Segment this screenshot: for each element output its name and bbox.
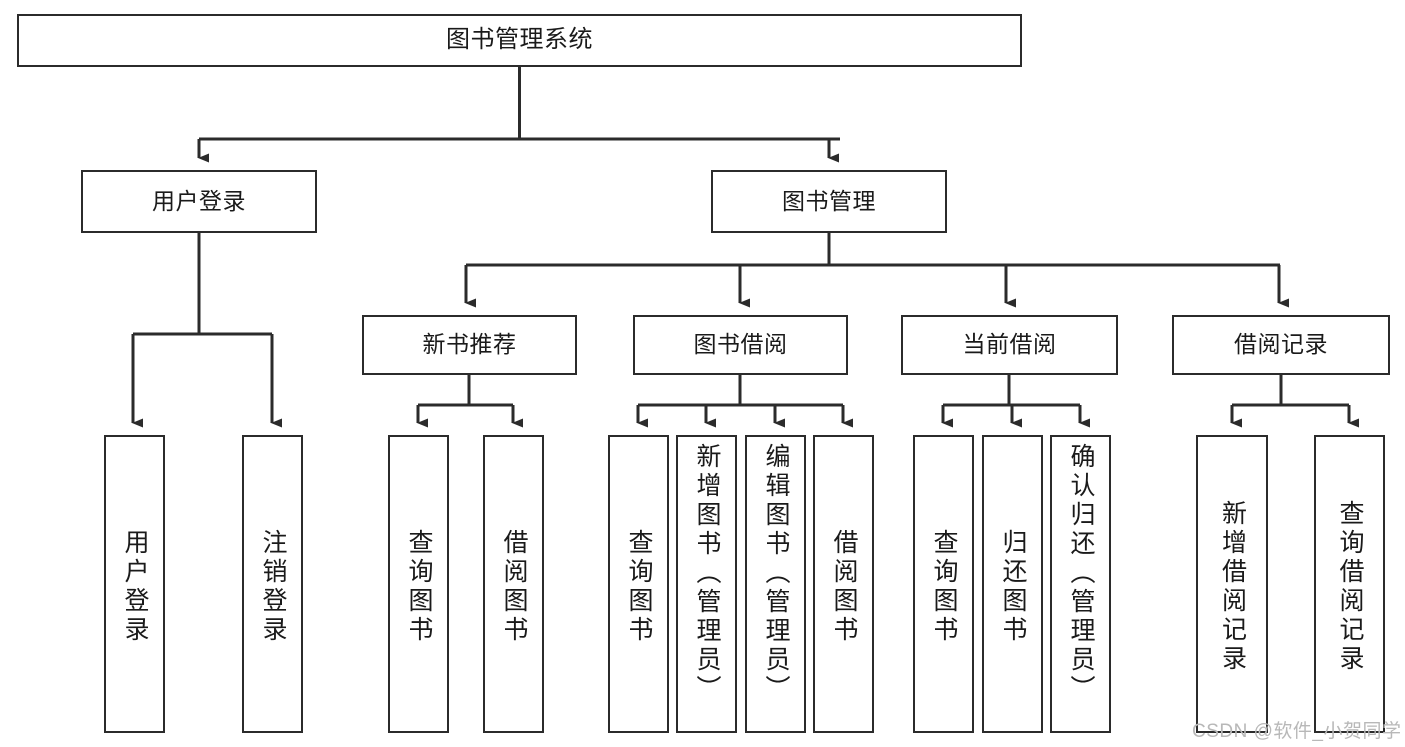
watermark: CSDN @软件_小贺同学 <box>1192 721 1402 742</box>
node-new-book-rec-label: 新书推荐 <box>422 331 517 358</box>
node-book-manage[interactable]: 图书管理 <box>711 170 947 233</box>
node-leaf-confirm-return-label: 确认归还（管理员） <box>1067 443 1095 704</box>
node-root-label: 图书管理系统 <box>446 26 593 54</box>
node-leaf-add-record-label: 新增借阅记录 <box>1218 500 1247 674</box>
node-leaf-user-login-label: 用户登录 <box>121 529 149 645</box>
node-leaf-add-book-label: 新增图书（管理员） <box>693 443 721 704</box>
node-current-borrow-label: 当前借阅 <box>962 331 1057 358</box>
node-borrow-record[interactable]: 借阅记录 <box>1172 315 1390 375</box>
node-leaf-add-record[interactable]: 新增借阅记录 <box>1196 435 1268 733</box>
node-leaf-borrow-book-1[interactable]: 借阅图书 <box>483 435 544 733</box>
node-book-borrow-label: 图书借阅 <box>693 331 788 358</box>
node-leaf-edit-book[interactable]: 编辑图书（管理员） <box>745 435 806 733</box>
node-book-manage-label: 图书管理 <box>782 187 876 214</box>
node-borrow-record-label: 借阅记录 <box>1234 331 1328 358</box>
node-leaf-query-book-1-label: 查询图书 <box>405 529 433 645</box>
node-leaf-borrow-book-2[interactable]: 借阅图书 <box>813 435 874 733</box>
node-leaf-add-book[interactable]: 新增图书（管理员） <box>676 435 737 733</box>
node-leaf-return-book[interactable]: 归还图书 <box>982 435 1043 733</box>
node-leaf-query-book-3[interactable]: 查询图书 <box>913 435 974 733</box>
node-leaf-query-book-3-label: 查询图书 <box>930 529 958 645</box>
node-leaf-query-book-1[interactable]: 查询图书 <box>388 435 449 733</box>
node-leaf-query-book-2[interactable]: 查询图书 <box>608 435 669 733</box>
node-leaf-query-book-2-label: 查询图书 <box>625 529 653 645</box>
node-current-borrow[interactable]: 当前借阅 <box>901 315 1118 375</box>
node-root[interactable]: 图书管理系统 <box>17 14 1022 67</box>
node-leaf-edit-book-label: 编辑图书（管理员） <box>762 443 790 704</box>
node-leaf-logout-label: 注销登录 <box>259 529 287 645</box>
node-user-login[interactable]: 用户登录 <box>81 170 317 233</box>
node-leaf-query-record[interactable]: 查询借阅记录 <box>1314 435 1385 733</box>
node-leaf-confirm-return[interactable]: 确认归还（管理员） <box>1050 435 1111 733</box>
node-book-borrow[interactable]: 图书借阅 <box>633 315 848 375</box>
node-leaf-logout[interactable]: 注销登录 <box>242 435 303 733</box>
node-leaf-query-record-label: 查询借阅记录 <box>1336 500 1364 674</box>
node-leaf-return-book-label: 归还图书 <box>999 529 1027 645</box>
node-leaf-borrow-book-1-label: 借阅图书 <box>500 529 528 645</box>
node-new-book-rec[interactable]: 新书推荐 <box>362 315 577 375</box>
node-leaf-borrow-book-2-label: 借阅图书 <box>830 529 858 645</box>
node-user-login-label: 用户登录 <box>152 187 246 214</box>
node-leaf-user-login[interactable]: 用户登录 <box>104 435 165 733</box>
